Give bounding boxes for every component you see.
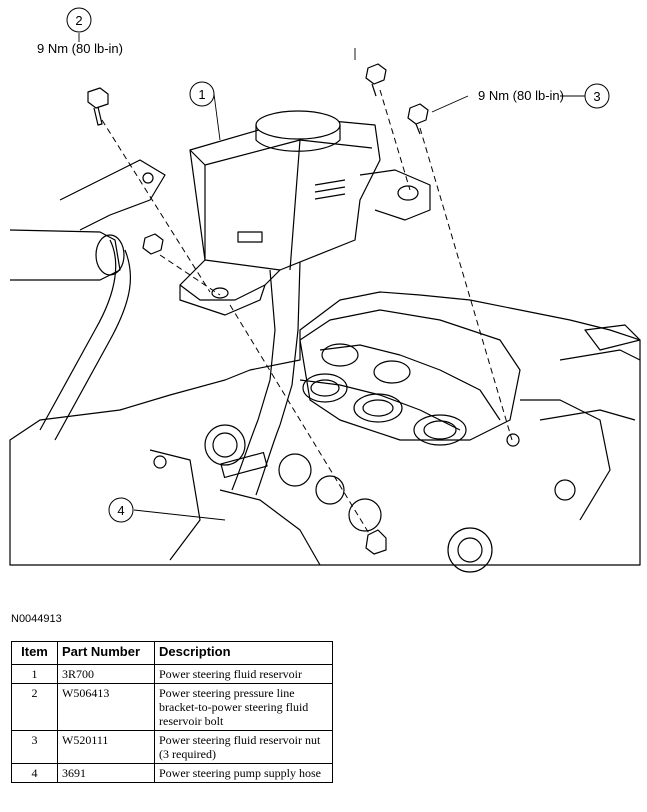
row-description: Power steering fluid reservoir nut (3 re… <box>154 730 333 764</box>
table-row: 3 W520111 Power steering fluid reservoir… <box>11 730 333 764</box>
row-description: Power steering fluid reservoir <box>154 664 333 684</box>
svg-text:3: 3 <box>593 89 600 104</box>
engine-illustration: 1 2 9 Nm (80 lb-in) 3 9 Nm (80 lb-in) 4 <box>9 7 641 573</box>
row-part-number: 3691 <box>57 763 155 783</box>
callout-1: 1 <box>189 81 215 107</box>
row-item: 3 <box>11 730 58 764</box>
alignment-lines <box>101 89 513 536</box>
header-description: Description <box>154 641 333 665</box>
callout-4: 4 <box>108 497 134 523</box>
svg-text:2: 2 <box>75 13 82 28</box>
svg-text:1: 1 <box>198 87 205 102</box>
row-part-number: W506413 <box>57 683 155 731</box>
fluid-reservoir <box>179 110 431 426</box>
header-item: Item <box>11 641 58 665</box>
row-part-number: 3R700 <box>57 664 155 684</box>
table-row: 4 3691 Power steering pump supply hose <box>11 763 333 783</box>
header-part-number: Part Number <box>57 641 155 665</box>
fasteners <box>87 63 520 555</box>
row-item: 4 <box>11 763 58 783</box>
leader-lines <box>78 33 585 521</box>
torque-spec-2: 9 Nm (80 lb-in) <box>37 41 123 56</box>
supply-hose <box>220 419 281 496</box>
table-row: 1 3R700 Power steering fluid reservoir <box>11 664 333 684</box>
engine-block <box>9 291 641 573</box>
table-header-row: Item Part Number Description <box>11 641 333 665</box>
pressure-line-bracket <box>9 159 166 441</box>
row-description: Power steering pump supply hose <box>154 763 333 783</box>
svg-text:4: 4 <box>117 503 124 518</box>
row-item: 2 <box>11 683 58 731</box>
table-row: 2 W506413 Power steering pressure line b… <box>11 683 333 731</box>
torque-spec-3: 9 Nm (80 lb-in) <box>478 88 564 103</box>
parts-table: Item Part Number Description 1 3R700 Pow… <box>11 641 333 783</box>
callout-2: 2 9 Nm (80 lb-in) <box>37 7 123 56</box>
callout-3: 3 9 Nm (80 lb-in) <box>478 83 610 109</box>
row-item: 1 <box>11 664 58 684</box>
figure-id: N0044913 <box>11 613 62 625</box>
row-part-number: W520111 <box>57 730 155 764</box>
row-description: Power steering pressure line bracket-to-… <box>154 683 333 731</box>
